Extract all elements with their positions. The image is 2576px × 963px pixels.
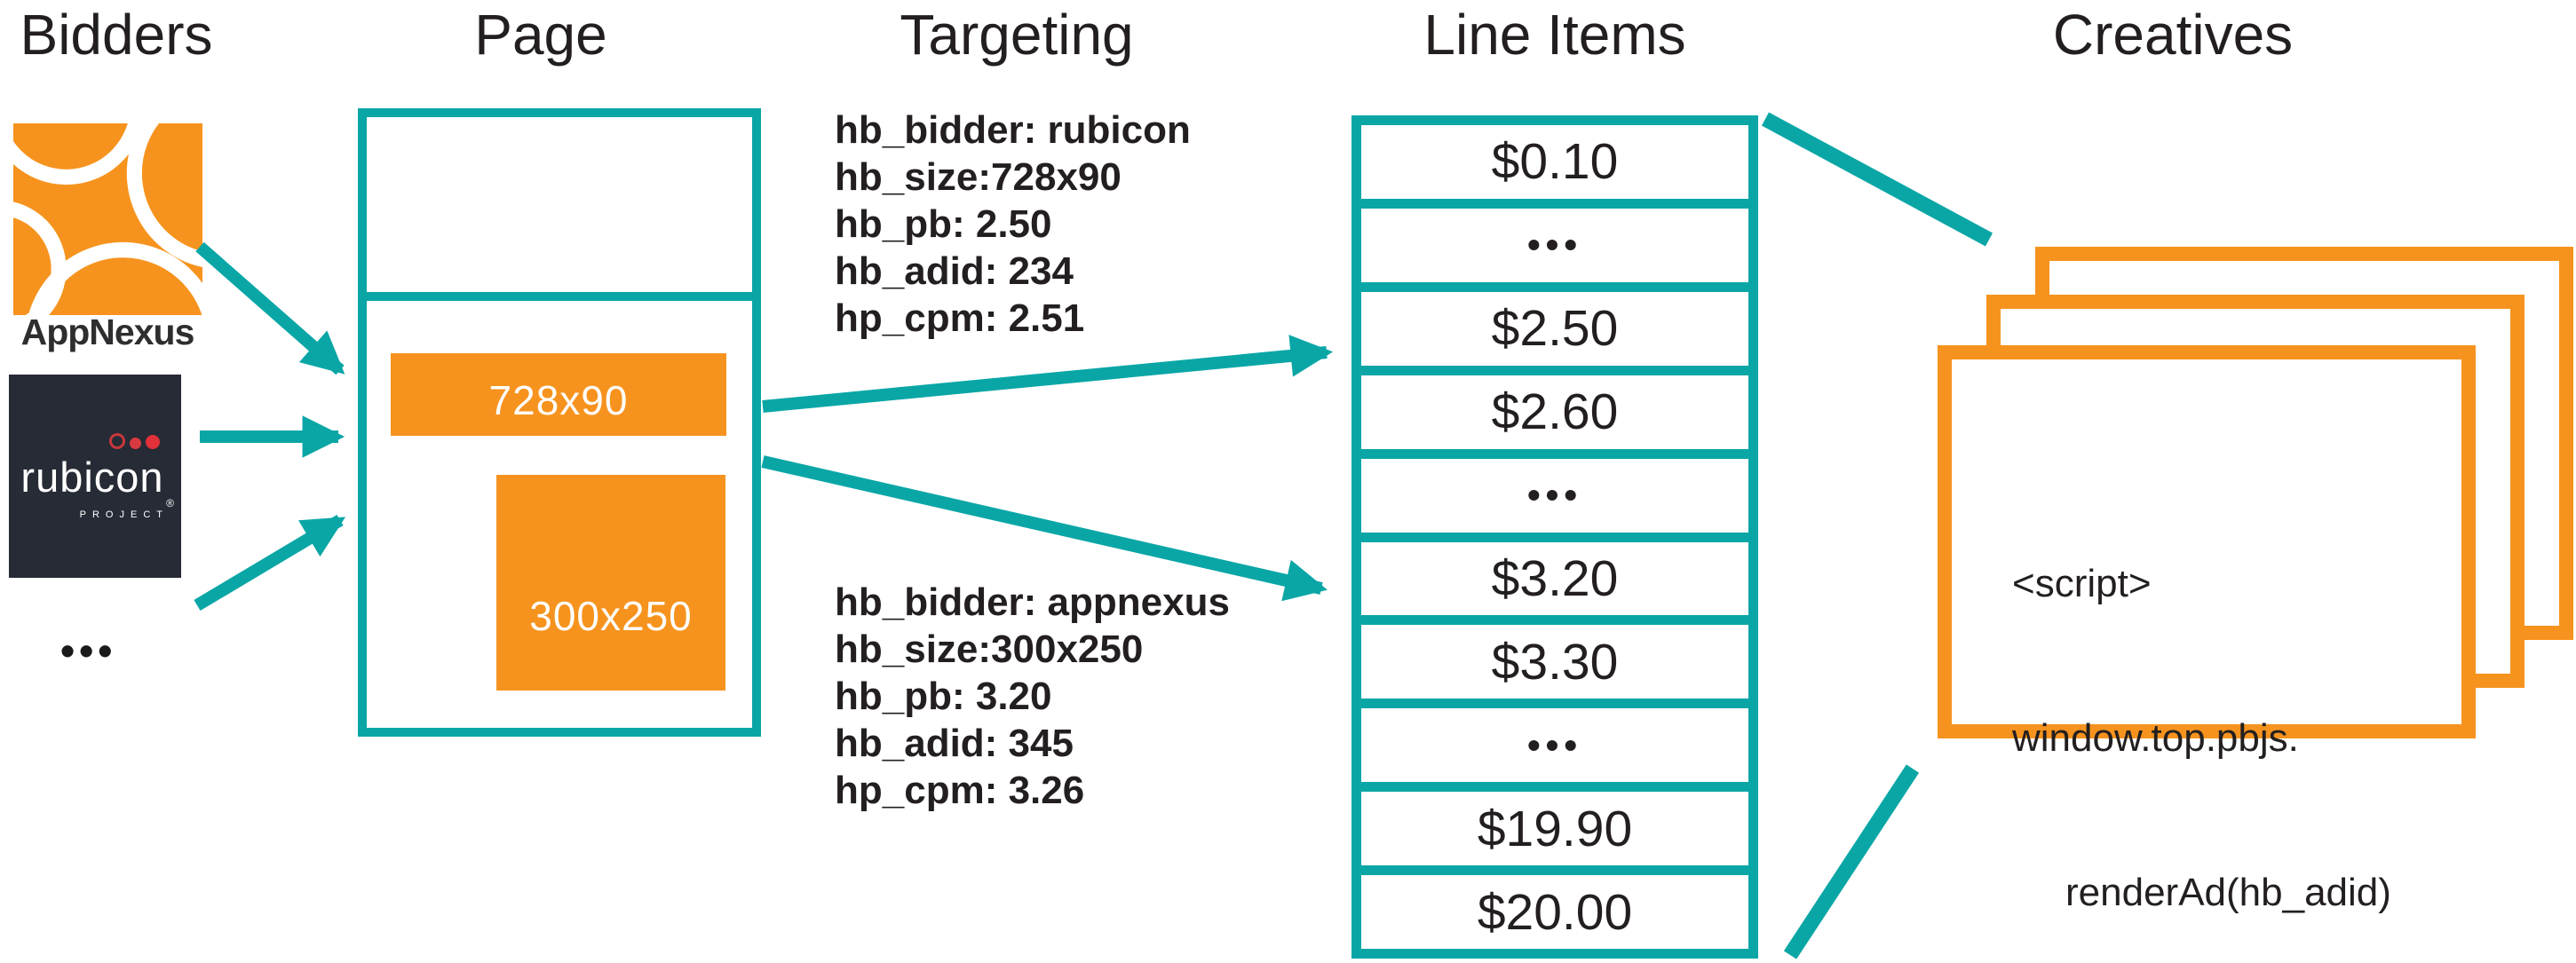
script-line: renderAd(hb_adid) <box>2065 871 2391 914</box>
arrow-page-to-line-item-250 <box>762 335 1334 413</box>
arrow-more-bidders-to-page <box>194 514 346 612</box>
targeting-line: hp_cpm: 3.26 <box>835 769 1085 812</box>
line-item-row: $2.60 <box>1361 375 1748 449</box>
arrow-appnexus-to-page <box>195 241 345 375</box>
ad-slot-300x250-label: 300x250 <box>529 592 693 639</box>
targeting-line: hb_pb: 2.50 <box>835 202 1052 246</box>
arrow-page-to-line-item-320 <box>761 455 1328 602</box>
line-item-row: ••• <box>1361 208 1748 282</box>
line-item-row: ••• <box>1361 708 1748 783</box>
rubicon-registered-mark: ® <box>166 497 174 509</box>
rubicon-label: rubicon <box>20 454 164 501</box>
heading-bidders: Bidders <box>20 3 213 67</box>
heading-targeting: Targeting <box>900 3 1134 67</box>
targeting-line: hb_bidder: appnexus <box>835 580 1230 624</box>
ad-slot-300x250: 300x250 <box>496 475 725 691</box>
page-box: 728x90 300x250 <box>358 108 761 737</box>
rubicon-logo: rubicon ® PROJECT <box>9 375 181 578</box>
creative-card-front: <script> window.top.pbjs. renderAd(hb_ad… <box>1938 345 2476 914</box>
ad-slot-728x90: 728x90 <box>391 353 726 436</box>
heading-line-items: Line Items <box>1423 3 1686 67</box>
script-line: window.top.pbjs. <box>2012 716 2299 760</box>
targeting-block-appnexus: hb_bidder: appnexus hb_size:300x250 hb_p… <box>835 579 1230 814</box>
line-item-row: $19.90 <box>1361 792 1748 866</box>
rubicon-project-label: PROJECT <box>79 509 169 520</box>
script-line: <script> <box>2012 562 2152 605</box>
appnexus-logo-icon <box>13 123 202 315</box>
line-item-row: $0.10 <box>1361 125 1748 199</box>
ad-slot-728x90-label: 728x90 <box>488 376 629 423</box>
targeting-line: hb_bidder: rubicon <box>835 108 1191 152</box>
targeting-line: hb_size:728x90 <box>835 155 1122 199</box>
targeting-line: hb_pb: 3.20 <box>835 675 1052 718</box>
page-header-divider <box>367 292 752 301</box>
targeting-line: hb_size:300x250 <box>835 628 1144 671</box>
heading-page: Page <box>474 3 607 67</box>
targeting-line: hb_adid: 345 <box>835 722 1074 765</box>
creative-script-code: <script> window.top.pbjs. renderAd(hb_ad… <box>2012 455 2391 963</box>
connector-line-items-top-to-creatives <box>1761 112 1993 247</box>
heading-creatives: Creatives <box>2052 3 2294 67</box>
line-item-row: $2.50 <box>1361 291 1748 366</box>
targeting-line: hp_cpm: 2.51 <box>835 296 1085 340</box>
targeting-line: hb_adid: 234 <box>835 249 1074 293</box>
targeting-block-rubicon: hb_bidder: rubicon hb_size:728x90 hb_pb:… <box>835 107 1191 342</box>
appnexus-swoosh-graphic <box>13 123 202 315</box>
connector-line-items-bottom-to-creatives <box>1783 764 1920 959</box>
line-item-row: $3.30 <box>1361 625 1748 699</box>
line-items-table: $0.10 ••• $2.50 $2.60 ••• $3.20 $3.30 ••… <box>1351 115 1758 959</box>
more-bidders-ellipsis: ••• <box>60 628 117 674</box>
line-item-row: ••• <box>1361 458 1748 533</box>
line-item-row: $20.00 <box>1361 875 1748 950</box>
line-item-row: $3.20 <box>1361 541 1748 616</box>
rubicon-dots-icon <box>109 433 160 449</box>
appnexus-label: AppNexus <box>20 312 195 352</box>
